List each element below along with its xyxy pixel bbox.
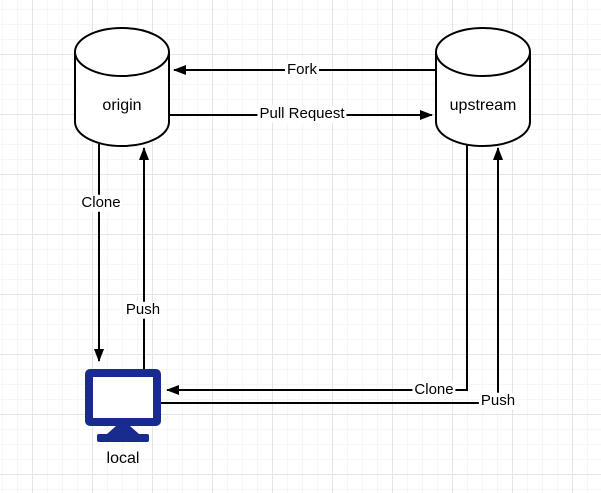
monitor-icon xyxy=(85,369,161,442)
clone-origin-arrow-label: Clone xyxy=(79,193,123,212)
upstream-label: upstream xyxy=(449,97,517,115)
push-upstream-arrow-label: Push xyxy=(478,391,518,410)
push-origin-arrow-label: Push xyxy=(123,300,163,319)
fork-arrow-label: Fork xyxy=(285,60,319,79)
local-label: local xyxy=(106,450,140,468)
clone-upstream-arrow-label: Clone xyxy=(412,380,456,399)
origin-cylinder xyxy=(74,27,170,147)
push-upstream-arrow xyxy=(161,147,503,404)
upstream-cylinder xyxy=(435,27,531,147)
origin-label: origin xyxy=(102,97,142,115)
clone-upstream-arrow xyxy=(166,145,468,395)
pull-request-arrow-label: Pull Request xyxy=(257,104,347,123)
